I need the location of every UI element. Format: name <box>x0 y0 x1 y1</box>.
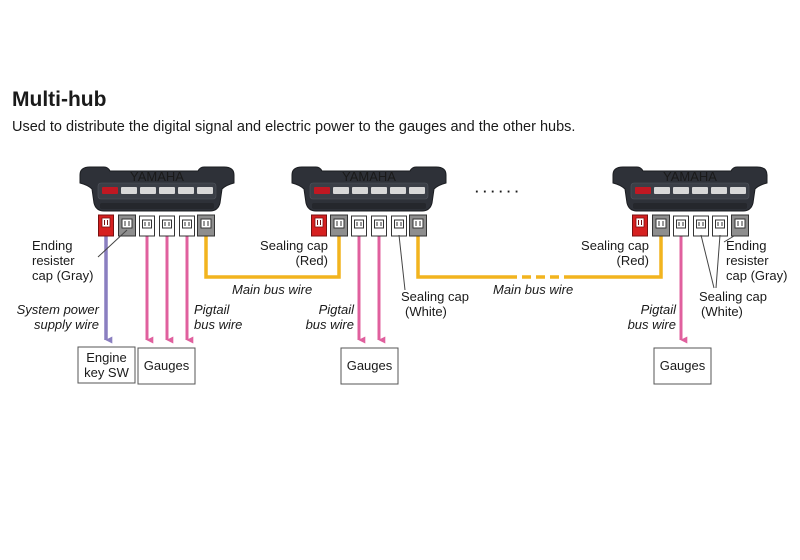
connector-red-1 <box>98 214 114 237</box>
leader-line <box>97 229 128 258</box>
svg-text:Sealing cap: Sealing cap <box>699 289 767 304</box>
gauges-box-1: Gauges <box>137 347 196 385</box>
hub-brand: YAMAHA <box>663 169 717 184</box>
label-system-power: System power supply wire <box>17 302 100 332</box>
sealing-cap-white-3a <box>693 215 709 237</box>
svg-text:(Red): (Red) <box>616 253 649 268</box>
ending-cap-gray-3 <box>731 214 749 237</box>
svg-text:supply wire: supply wire <box>34 317 99 332</box>
svg-text:cap (Gray): cap (Gray) <box>32 268 93 283</box>
connector-gray <box>652 214 670 237</box>
label-main-bus-1: Main bus wire <box>232 282 312 297</box>
svg-text:Pigtail: Pigtail <box>641 302 678 317</box>
connector-gray <box>409 214 427 237</box>
sealing-cap-white-3b <box>712 215 728 237</box>
page-title: Multi-hub <box>12 88 107 111</box>
hub-brand: YAMAHA <box>342 169 396 184</box>
svg-text:bus wire: bus wire <box>194 317 242 332</box>
gauges-box-3: Gauges <box>653 347 712 385</box>
label-pigtail-1: Pigtail bus wire <box>194 302 242 332</box>
label-sealing-white-2: Sealing cap (White) <box>401 289 469 319</box>
svg-text:resister: resister <box>32 253 75 268</box>
leader-line <box>715 234 721 289</box>
leader-line <box>723 235 735 243</box>
main-bus-wire-2a <box>416 236 508 279</box>
connector-white <box>179 215 195 237</box>
engine-key-sw-box: Engine key SW <box>77 346 136 384</box>
svg-text:Gauges: Gauges <box>660 358 706 373</box>
connector-white <box>673 215 689 237</box>
svg-text:(White): (White) <box>405 304 447 319</box>
svg-text:Pigtail: Pigtail <box>194 302 231 317</box>
label-sealing-white-3: Sealing cap (White) <box>699 289 767 319</box>
connector-white <box>159 215 175 237</box>
connector-white <box>351 215 367 237</box>
label-sealing-red-3: Sealing cap (Red) <box>581 238 649 268</box>
svg-text:Sealing cap: Sealing cap <box>401 289 469 304</box>
svg-text:Engine: Engine <box>86 350 126 365</box>
sealing-cap-red-2 <box>311 214 327 237</box>
svg-text:Ending: Ending <box>32 238 72 253</box>
label-ending-cap-right: Ending resister cap (Gray) <box>726 238 787 283</box>
svg-text:System power: System power <box>17 302 100 317</box>
page-subtitle: Used to distribute the digital signal an… <box>12 119 576 135</box>
hub-3: YAMAHA <box>612 166 768 212</box>
hub-brand: YAMAHA <box>130 169 184 184</box>
label-pigtail-3: Pigtail bus wire <box>628 302 678 332</box>
hub-1: YAMAHA <box>79 166 235 212</box>
svg-text:(Red): (Red) <box>295 253 328 268</box>
hub-2: YAMAHA <box>291 166 447 212</box>
label-sealing-red-2: Sealing cap (Red) <box>260 238 328 268</box>
ellipsis: · · · · · · <box>475 184 519 199</box>
connector-white <box>371 215 387 237</box>
main-bus-wire-1 <box>204 236 341 279</box>
svg-text:bus wire: bus wire <box>306 317 354 332</box>
leader-line <box>700 234 715 289</box>
svg-text:resister: resister <box>726 253 769 268</box>
main-bus-wire-2b <box>572 236 663 279</box>
svg-text:Gauges: Gauges <box>144 358 190 373</box>
svg-text:cap (Gray): cap (Gray) <box>726 268 787 283</box>
svg-text:(White): (White) <box>701 304 743 319</box>
sealing-cap-white-2 <box>391 215 407 237</box>
connector-gray <box>330 214 348 237</box>
sealing-cap-red-3 <box>632 214 648 237</box>
gauges-box-2: Gauges <box>340 347 399 385</box>
svg-text:Sealing cap: Sealing cap <box>260 238 328 253</box>
label-main-bus-2: Main bus wire <box>493 282 573 297</box>
ending-cap-gray-1 <box>118 214 136 237</box>
svg-text:Pigtail: Pigtail <box>319 302 356 317</box>
connector-gray <box>197 214 215 237</box>
svg-text:key SW: key SW <box>84 365 130 380</box>
svg-text:Gauges: Gauges <box>347 358 393 373</box>
label-pigtail-2: Pigtail bus wire <box>306 302 356 332</box>
leader-line <box>398 234 406 291</box>
connector-white <box>139 215 155 237</box>
svg-text:Sealing cap: Sealing cap <box>581 238 649 253</box>
svg-text:Ending: Ending <box>726 238 766 253</box>
label-ending-cap-left: Ending resister cap (Gray) <box>32 238 93 283</box>
svg-text:bus wire: bus wire <box>628 317 676 332</box>
